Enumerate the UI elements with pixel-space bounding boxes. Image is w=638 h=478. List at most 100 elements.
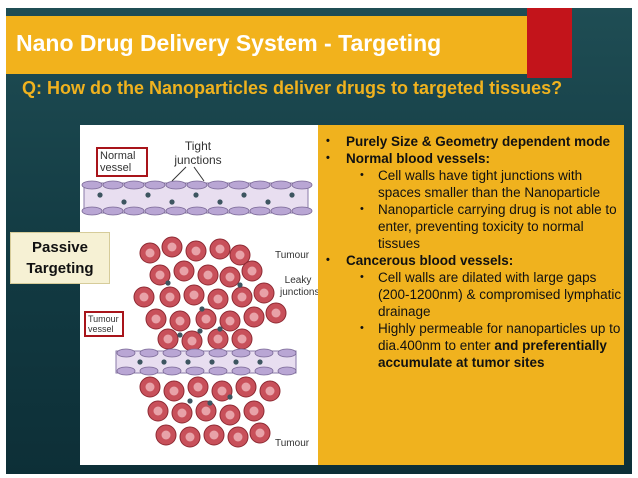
tumour-cell-nucleus: [202, 407, 211, 416]
red-accent-block: [527, 8, 572, 78]
endothelial-cell: [82, 207, 102, 215]
nanoparticle: [227, 394, 232, 399]
bullet-dot: •: [326, 252, 330, 269]
nanoparticle: [145, 192, 150, 197]
endothelial-cell: [209, 367, 227, 375]
nanoparticle: [177, 332, 182, 337]
nanoparticle: [233, 359, 238, 364]
tumour-cell-nucleus: [214, 335, 223, 344]
endothelial-cell: [117, 349, 135, 357]
tumour-cell-nucleus: [188, 337, 197, 346]
bullet-dot: •: [360, 201, 364, 218]
nanoparticle: [257, 359, 262, 364]
bullet-dilated-walls: •Cell walls are dilated with large gaps …: [318, 269, 624, 320]
tumour-cell-nucleus: [250, 407, 259, 416]
nanoparticle: [241, 192, 246, 197]
nanoparticle: [289, 192, 294, 197]
endothelial-cell: [209, 349, 227, 357]
nanoparticle: [97, 192, 102, 197]
passive-targeting-box: Passive Targeting: [10, 232, 110, 284]
tight-junction-arrow: [172, 167, 186, 181]
tumour-cell-nucleus: [260, 289, 269, 298]
tumour-cell-nucleus: [238, 335, 247, 344]
tumour-cell-nucleus: [242, 383, 251, 392]
endothelial-cell: [140, 367, 158, 375]
bullet-dot: •: [360, 269, 364, 286]
nanoparticle: [187, 398, 192, 403]
tumour-cell-nucleus: [226, 411, 235, 420]
tumour-cell-nucleus: [146, 249, 155, 258]
bullet-dot: •: [326, 150, 330, 167]
tumour-cell-nucleus: [214, 295, 223, 304]
endothelial-cell: [140, 349, 158, 357]
endothelial-cell: [124, 207, 144, 215]
nanoparticle: [237, 282, 242, 287]
endothelial-cell: [208, 207, 228, 215]
endothelial-cell: [208, 181, 228, 189]
endothelial-cell: [232, 349, 250, 357]
tumour-cell-nucleus: [140, 293, 149, 302]
bullet-dot: •: [360, 167, 364, 184]
nanoparticle: [199, 306, 204, 311]
endothelial-cell: [103, 181, 123, 189]
tumour-cell-nucleus: [226, 317, 235, 326]
tumour-cell-nucleus: [210, 431, 219, 440]
bullet-size-geometry: •Purely Size & Geometry dependent mode: [318, 133, 624, 150]
question-text: Q: How do the Nanoparticles deliver drug…: [22, 78, 582, 98]
tumour-cell-nucleus: [216, 245, 225, 254]
tumour-cell-nucleus: [170, 387, 179, 396]
leaky-junctions-label: Leaky junctions: [280, 275, 316, 299]
tumour-cell-nucleus: [154, 407, 163, 416]
endothelial-cell: [255, 349, 273, 357]
endothelial-cell: [145, 181, 165, 189]
nanoparticle: [265, 199, 270, 204]
tumour-cell-nucleus: [146, 383, 155, 392]
tumour-cell-nucleus: [192, 247, 201, 256]
tumour-cell-nucleus: [168, 243, 177, 252]
nanoparticle: [165, 280, 170, 285]
tumour-cell-nucleus: [266, 387, 275, 396]
tumour-cell-nucleus: [152, 315, 161, 324]
tumour-cell-nucleus: [238, 293, 247, 302]
title-bar: Nano Drug Delivery System - Targeting: [6, 16, 528, 74]
endothelial-cell: [250, 207, 270, 215]
endothelial-cell: [271, 207, 291, 215]
endothelial-cell: [292, 181, 312, 189]
tumour-cell-nucleus: [166, 293, 175, 302]
endothelial-cell: [145, 207, 165, 215]
endothelial-cell: [82, 181, 102, 189]
tumour-cell-nucleus: [226, 273, 235, 282]
nanoparticle: [207, 400, 212, 405]
bullet-cancerous-vessels: •Cancerous blood vessels:: [318, 252, 624, 269]
nanoparticle: [121, 199, 126, 204]
endothelial-cell: [124, 181, 144, 189]
bullet-dot: •: [326, 133, 330, 150]
passive-targeting-line2: Targeting: [11, 258, 109, 279]
tumour-cell-nucleus: [190, 291, 199, 300]
tumour-cell-nucleus: [180, 267, 189, 276]
bullet-tight-junctions: •Cell walls have tight junctions with sp…: [318, 167, 624, 201]
endothelial-cell: [117, 367, 135, 375]
endothelial-cell: [187, 207, 207, 215]
tumour-label-top: Tumour: [275, 249, 309, 263]
nanoparticle: [217, 326, 222, 331]
slide-title: Nano Drug Delivery System - Targeting: [16, 30, 441, 57]
tumour-cell-nucleus: [176, 317, 185, 326]
vessel-diagram: Normal vessel Tight junctions Tumour Lea…: [80, 125, 318, 465]
tumour-cell-nucleus: [194, 383, 203, 392]
tight-junction-arrow: [194, 167, 204, 181]
nanoparticle: [209, 359, 214, 364]
nanoparticle: [217, 199, 222, 204]
tumour-cell-nucleus: [204, 271, 213, 280]
endothelial-cell: [163, 349, 181, 357]
endothelial-cell: [292, 207, 312, 215]
tumour-cell-nucleus: [236, 251, 245, 260]
tumour-cell-nucleus: [156, 271, 165, 280]
tumour-cell-nucleus: [162, 431, 171, 440]
tumour-label-bottom: Tumour: [275, 437, 309, 451]
nanoparticle: [185, 359, 190, 364]
endothelial-cell: [186, 367, 204, 375]
tumour-cell-nucleus: [234, 433, 243, 442]
tumour-cell-nucleus: [202, 315, 211, 324]
endothelial-cell: [166, 181, 186, 189]
